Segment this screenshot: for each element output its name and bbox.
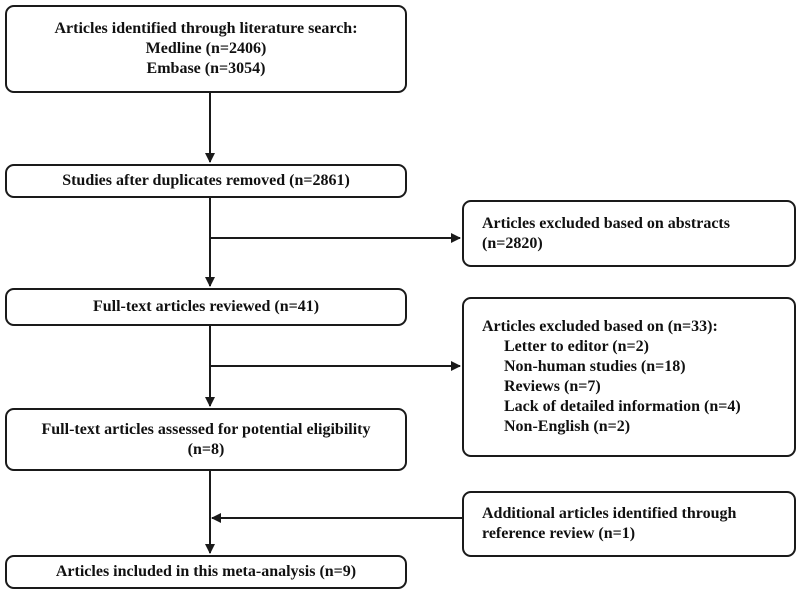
excluded-fulltext-title: Articles excluded based on (n=33): [482, 318, 718, 335]
identified-medline: Medline (n=2406) [145, 40, 267, 57]
box-duplicates-removed: Studies after duplicates removed (n=2861… [5, 164, 407, 198]
excluded-abstracts-label: Articles excluded based on abstracts [482, 214, 730, 232]
identified-title: Articles identified through literature s… [54, 20, 358, 37]
exclusion-reason: Lack of detailed information (n=4) [504, 398, 741, 415]
additional-label: Additional articles identified through [482, 505, 737, 522]
box-excluded-abstracts: Articles excluded based on abstracts (n=… [462, 200, 796, 267]
box-additional-articles: Additional articles identified through r… [462, 491, 796, 557]
assessed-label: Full-text articles assessed for potentia… [41, 420, 371, 438]
box-included-meta-analysis: Articles included in this meta-analysis … [5, 555, 407, 589]
exclusion-reason: Letter to editor (n=2) [504, 338, 649, 355]
deduplicated-label: Studies after duplicates removed (n=2861… [62, 172, 350, 189]
fulltext-reviewed-label: Full-text articles reviewed (n=41) [92, 298, 320, 315]
exclusion-reason: Reviews (n=7) [504, 378, 601, 395]
box-assessed-eligibility: Full-text articles assessed for potentia… [5, 408, 407, 471]
box-articles-identified: Articles identified through literature s… [5, 5, 407, 93]
box-fulltext-reviewed: Full-text articles reviewed (n=41) [5, 288, 407, 326]
assessed-count: (n=8) [187, 440, 225, 458]
exclusion-reason: Non-human studies (n=18) [504, 358, 686, 375]
additional-count: reference review (n=1) [482, 525, 636, 542]
included-label: Articles included in this meta-analysis … [55, 563, 357, 580]
excluded-abstracts-count: (n=2820) [482, 234, 543, 252]
box-excluded-fulltext: Articles excluded based on (n=33): Lette… [462, 297, 796, 457]
identified-embase: Embase (n=3054) [146, 60, 266, 77]
exclusion-reason: Non-English (n=2) [504, 418, 631, 435]
